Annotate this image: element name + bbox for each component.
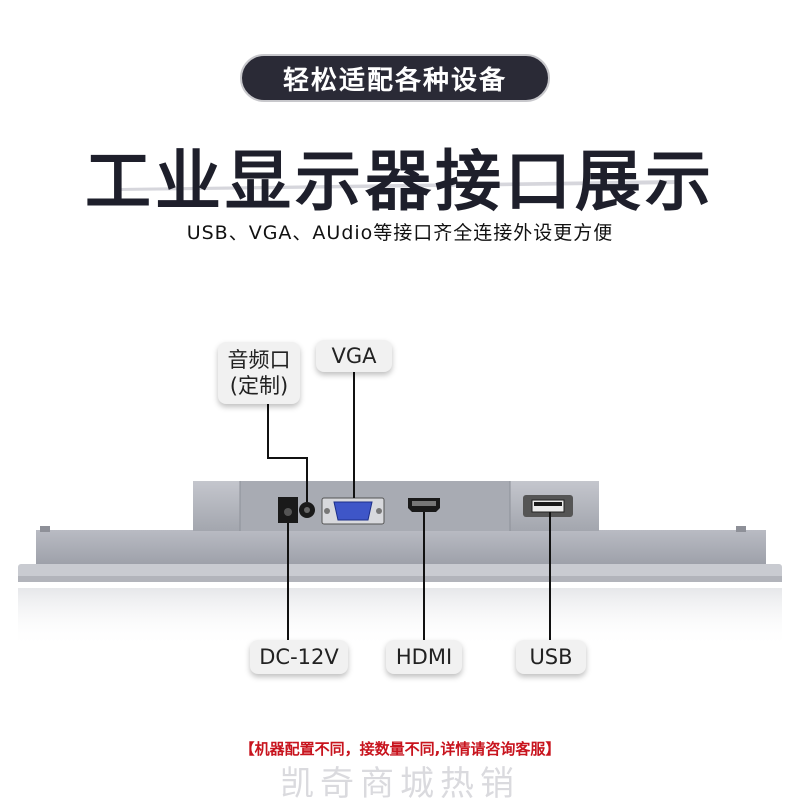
usb-port-label: USB [516, 640, 586, 674]
audio-port-label: 音频口 (定制) [218, 342, 300, 404]
hdmi-port-label: HDMI [386, 640, 462, 674]
audio-port-label-line1: 音频口 [227, 348, 291, 372]
audio-port-label-line2: (定制) [229, 374, 289, 398]
vga-port-label: VGA [316, 340, 392, 372]
connector-lines [267, 372, 551, 640]
config-note: 【机器配置不同，接数量不同,详情请咨询客服】 [239, 740, 561, 758]
subtitle: USB、VGA、AUdio等接口齐全连接外设更方便 [186, 222, 614, 244]
headline-swoosh-decoration [120, 180, 680, 191]
watermark: 凯奇商城热销 [280, 764, 520, 804]
panel-reflection [18, 588, 782, 648]
tagline-pill: 轻松适配各种设备 [240, 54, 550, 102]
monitor-panel [36, 530, 766, 564]
page-title: 工业显示器接口展示 [85, 143, 715, 220]
dc-port-label: DC-12V [250, 640, 348, 674]
